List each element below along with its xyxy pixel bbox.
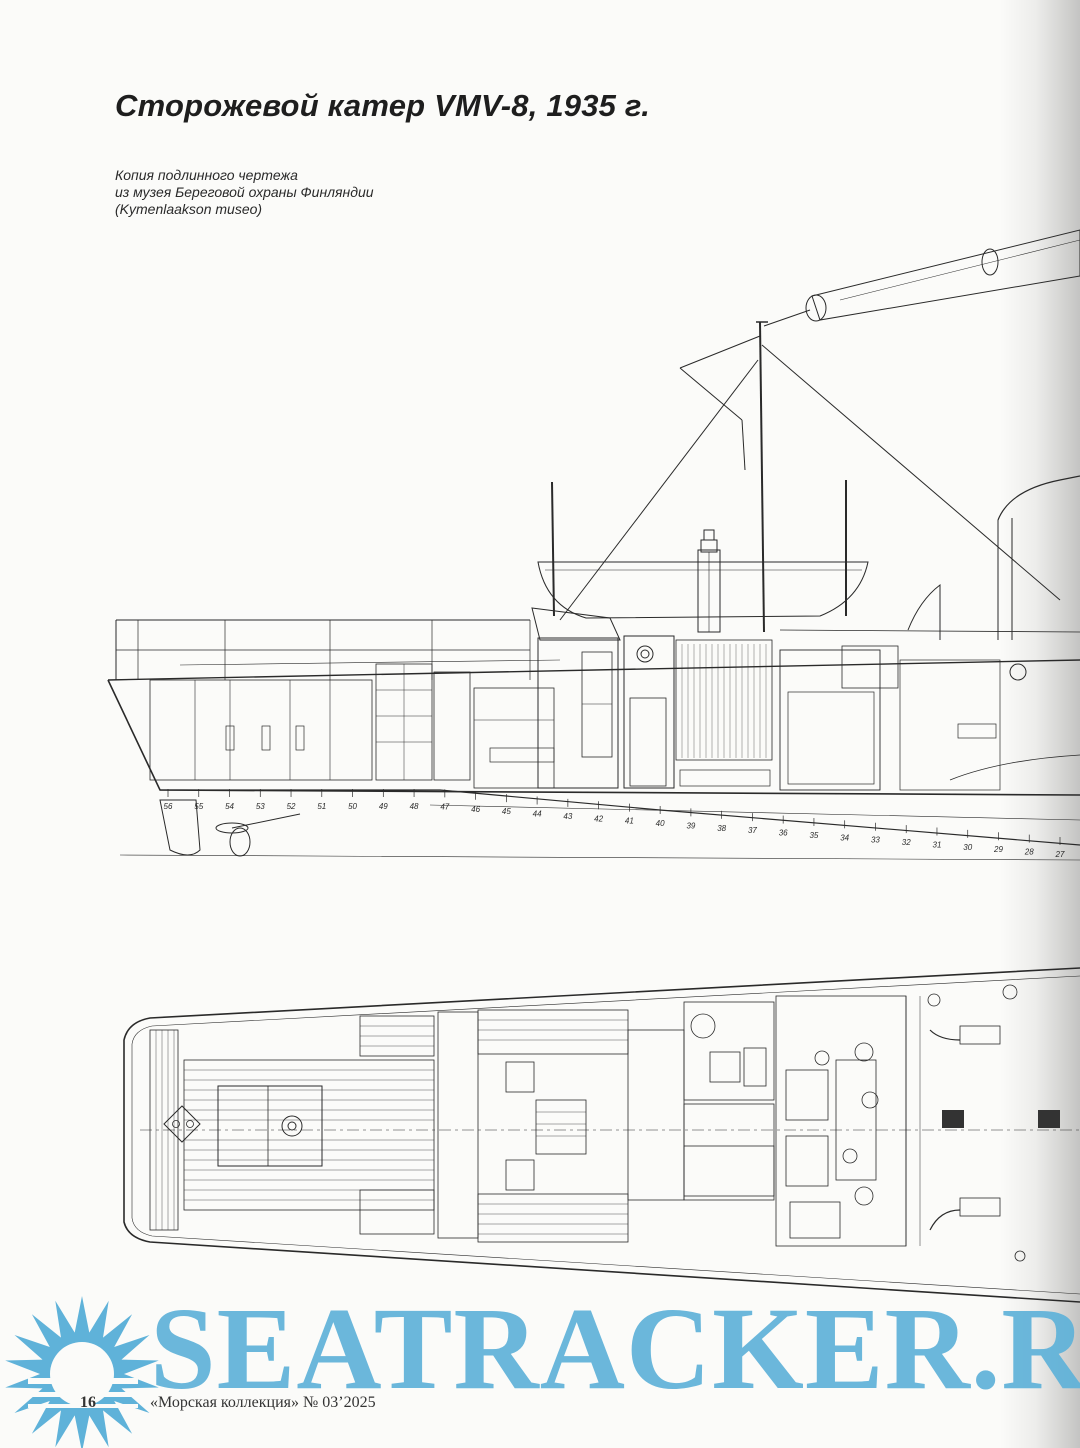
frame-number: 31 xyxy=(933,840,942,849)
page-spine-shadow xyxy=(1000,0,1080,1448)
magazine-issue: «Морская коллекция» № 03’2025 xyxy=(150,1394,376,1411)
frame-number: 33 xyxy=(871,836,880,845)
frame-number: 39 xyxy=(686,821,695,830)
engine-room xyxy=(779,629,1080,791)
caption-line-1: Копия подлинного чертежа xyxy=(115,167,298,183)
frame-number: 32 xyxy=(902,838,911,847)
watermark-text: SEATRACKER.RU xyxy=(150,1283,1080,1414)
frame-number: 47 xyxy=(440,802,449,811)
aft-compartment xyxy=(149,663,555,789)
frame-number: 30 xyxy=(963,843,972,852)
article-title: Сторожевой катер VMV-8, 1935 г. xyxy=(115,88,651,123)
frame-number: 34 xyxy=(840,833,849,842)
frame-number: 48 xyxy=(410,802,419,811)
funnel-pipe xyxy=(805,229,1080,322)
aft-deck-planking xyxy=(149,1015,435,1235)
frame-number: 41 xyxy=(625,817,634,826)
frame-number: 56 xyxy=(164,802,173,811)
forward-superstructure xyxy=(907,475,1080,640)
caption-line-3: (Kymenlaakson museo) xyxy=(115,201,263,217)
frame-number: 51 xyxy=(317,802,326,811)
page-footer: 16 «Морская коллекция» № 03’2025 xyxy=(80,1394,376,1412)
side-elevation-view: 56 55 54 53 52 51 50 49 48 47 46 45 44 43 42 41 40 39 38 37… xyxy=(107,229,1080,861)
frame-number-labels: 56 55 54 53 52 51 50 49 48 47 46 45 44 43 42 41 40 39 38 37… xyxy=(164,802,1065,859)
hull-profile xyxy=(107,659,1080,861)
frame-number: 49 xyxy=(379,802,388,811)
cabin-layout xyxy=(437,1001,775,1243)
frame-number: 42 xyxy=(594,814,603,823)
frame-number: 55 xyxy=(194,802,203,811)
frame-number: 50 xyxy=(348,802,357,811)
frame-number: 28 xyxy=(1024,848,1034,857)
frame-number: 43 xyxy=(563,812,572,821)
frame-number: 29 xyxy=(993,845,1003,854)
wheelhouse xyxy=(531,607,773,789)
frame-number: 44 xyxy=(533,810,542,819)
engine-layout xyxy=(775,984,1060,1262)
frame-number: 37 xyxy=(748,826,757,835)
page-number: 16 xyxy=(80,1394,96,1411)
deck-plan-view xyxy=(123,967,1080,1303)
caption-line-2: из музея Береговой охраны Финляндии xyxy=(115,184,374,200)
frame-number: 36 xyxy=(779,829,788,838)
deck-railing xyxy=(115,619,531,680)
frame-number: 53 xyxy=(256,802,265,811)
exhaust-stack xyxy=(697,529,721,633)
frame-number: 35 xyxy=(809,831,818,840)
frame-number: 40 xyxy=(656,819,665,828)
frame-ticks xyxy=(167,789,1061,845)
deck-outline xyxy=(123,967,1080,1303)
lifeboat xyxy=(537,480,869,619)
mast-and-rigging xyxy=(559,309,1061,633)
frame-number: 54 xyxy=(225,802,234,811)
frame-number: 52 xyxy=(287,802,296,811)
frame-number: 38 xyxy=(717,824,726,833)
frame-number: 46 xyxy=(471,805,480,814)
frame-number: 45 xyxy=(502,807,511,816)
sun-logo xyxy=(5,1296,159,1448)
frame-number: 27 xyxy=(1055,850,1065,859)
drawing-caption: Копия подлинного чертежа из музея Берего… xyxy=(115,167,374,218)
